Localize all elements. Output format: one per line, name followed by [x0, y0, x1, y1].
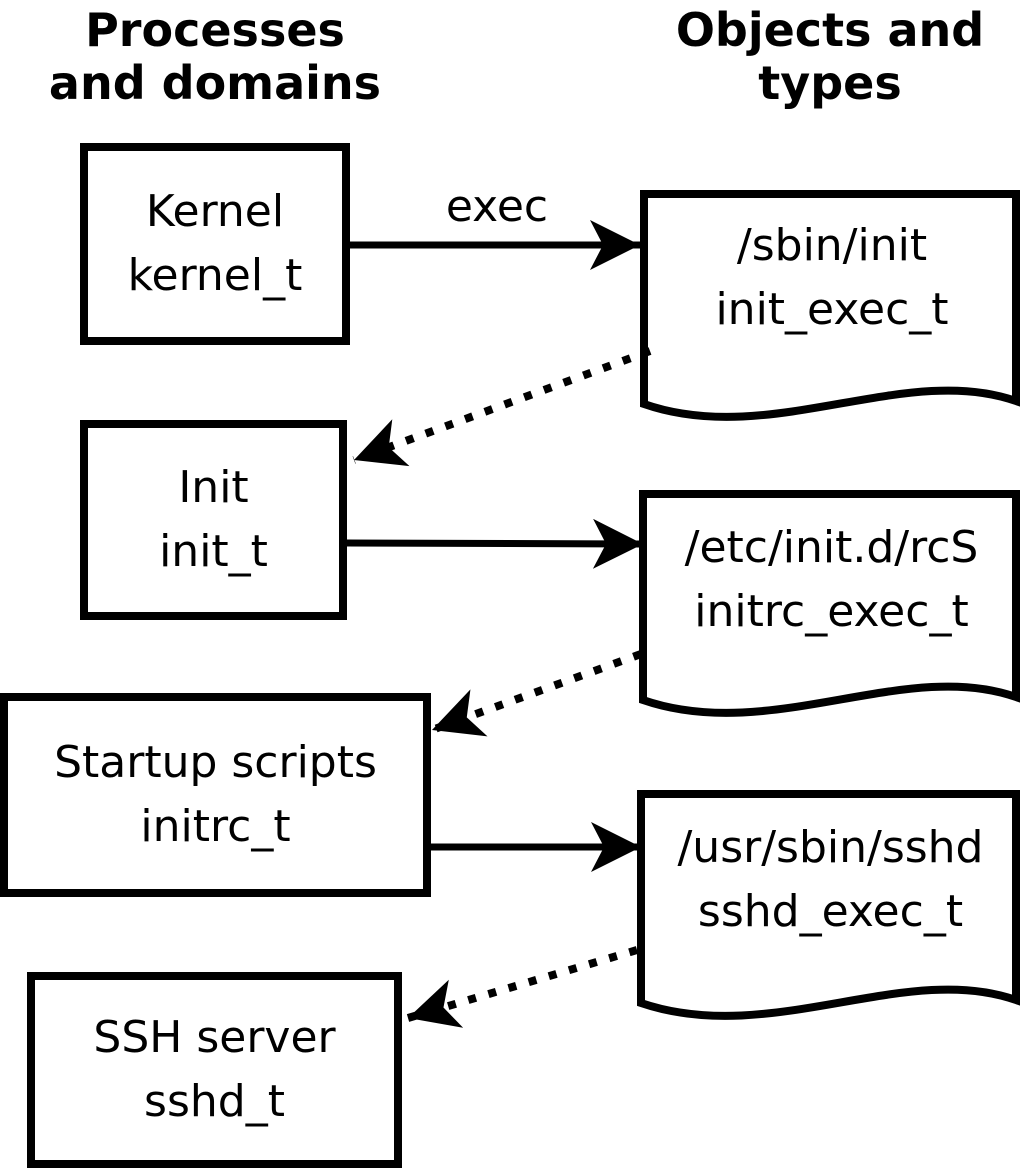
header-left-line1: Processes	[85, 3, 345, 57]
process-box-init	[80, 420, 347, 620]
label-init: Init init_t	[84, 424, 343, 616]
process-name: Kernel	[145, 186, 285, 238]
object-type: sshd_exec_t	[697, 886, 964, 937]
object-path: /sbin/init	[736, 220, 928, 272]
label-etc-initd-rcs: /etc/init.d/rcS initrc_exec_t	[647, 494, 1016, 666]
process-name: SSH server	[93, 1012, 336, 1064]
label-startup-scripts: Startup scripts initrc_t	[4, 697, 427, 893]
process-box-startup-scripts	[0, 693, 431, 897]
transition-arrow-sshd-exec-to-sshd	[406, 946, 639, 1028]
label-usr-sbin-sshd: /usr/sbin/sshd sshd_exec_t	[645, 794, 1016, 966]
label-sbin-init: /sbin/init init_exec_t	[648, 194, 1016, 362]
process-box-kernel	[80, 143, 350, 345]
label-kernel: Kernel kernel_t	[84, 147, 346, 341]
process-type: sshd_t	[144, 1076, 285, 1127]
process-type: init_t	[159, 526, 268, 577]
object-path: /usr/sbin/sshd	[677, 822, 984, 874]
object-doc-etc-initd-rcs	[639, 490, 1020, 717]
exec-arrow-init-to-rcs	[346, 518, 644, 569]
header-right-line2: types	[758, 55, 902, 110]
header-left-line2: and domains	[48, 55, 382, 110]
process-box-ssh-server	[27, 972, 402, 1168]
object-doc-sbin-init	[640, 190, 1020, 421]
process-name: Startup scripts	[54, 737, 377, 789]
transition-arrow-init-exec-to-init	[352, 347, 652, 467]
header-right-line1: Objects and	[675, 3, 985, 57]
process-type: initrc_t	[140, 801, 291, 852]
object-doc-usr-sbin-sshd	[637, 790, 1020, 1020]
transition-arrow-initrc-exec-to-initrc	[430, 650, 643, 737]
label-ssh-server: SSH server sshd_t	[31, 976, 398, 1164]
object-type: init_exec_t	[715, 284, 949, 335]
object-type: initrc_exec_t	[694, 586, 969, 637]
process-name: Init	[178, 462, 249, 514]
process-type: kernel_t	[127, 250, 303, 301]
exec-arrow-label: exec	[445, 181, 549, 232]
object-path: /etc/init.d/rcS	[684, 522, 979, 574]
